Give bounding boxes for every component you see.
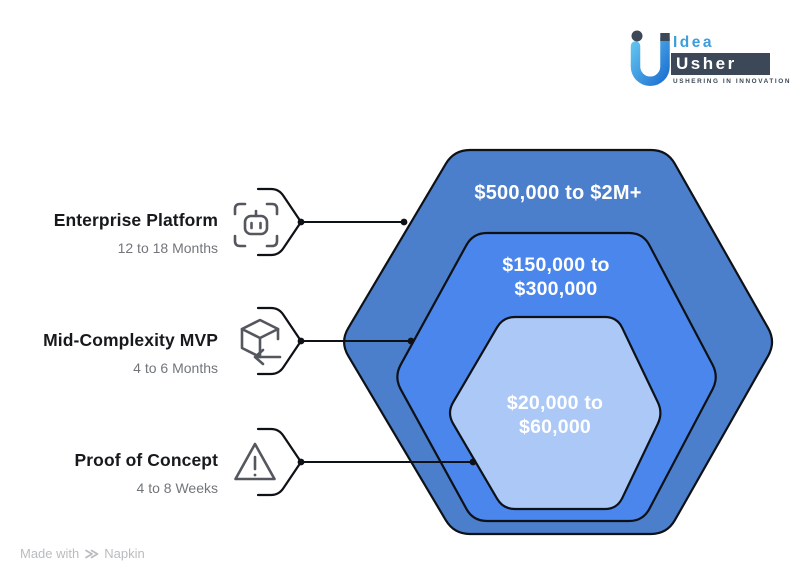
cost-line: $20,000 to [506, 392, 604, 414]
logo-usher-box: Usher [671, 53, 770, 75]
connector-dot [297, 337, 305, 345]
made-with-napkin: Made with Napkin [20, 546, 145, 561]
cost-label-enterprise: $500,000 to $2M+ [448, 181, 668, 205]
made-with-text: Made with [20, 546, 80, 561]
package-receive-icon [240, 318, 282, 366]
connector-dot [297, 218, 305, 226]
cost-line: $500,000 to $2M+ [474, 182, 642, 204]
bot-scan-icon [233, 202, 279, 248]
tier-title: Proof of Concept [74, 450, 218, 470]
warning-triangle-icon [234, 442, 276, 481]
connector-dot [469, 458, 477, 466]
cost-label-mvp: $150,000 to $300,000 [446, 253, 666, 301]
napkin-logo-icon [85, 549, 99, 558]
cost-line: $300,000 [514, 278, 598, 300]
idea-usher-logo: Idea Usher USHERING IN INNOVATION [626, 22, 792, 88]
connector-dot [400, 218, 408, 226]
logo-idea-text: Idea [673, 34, 715, 51]
logo-tagline: USHERING IN INNOVATION [673, 78, 792, 85]
logo-usher-text: Usher [676, 54, 737, 73]
tier-duration: 4 to 8 Weeks [136, 480, 218, 496]
tier-label-poc: Proof of Concept 4 to 8 Weeks [74, 450, 218, 496]
tier-duration: 12 to 18 Months [117, 240, 218, 256]
tier-duration: 4 to 6 Months [133, 360, 218, 376]
cost-line: $60,000 [519, 416, 591, 438]
tier-title: Mid-Complexity MVP [43, 330, 218, 350]
napkin-brand-text: Napkin [104, 546, 145, 561]
tier-title: Enterprise Platform [53, 210, 218, 230]
hexagon-tier-poc [448, 315, 662, 511]
connector-dot [297, 458, 305, 466]
tier-label-enterprise: Enterprise Platform 12 to 18 Months [54, 210, 218, 256]
idea-usher-logo-mark-icon [630, 30, 670, 86]
cost-label-poc: $20,000 to $60,000 [445, 391, 665, 439]
cost-line: $150,000 to [502, 254, 610, 276]
tier-label-mvp: Mid-Complexity MVP 4 to 6 Months [43, 330, 218, 376]
connector-dot [407, 337, 415, 345]
